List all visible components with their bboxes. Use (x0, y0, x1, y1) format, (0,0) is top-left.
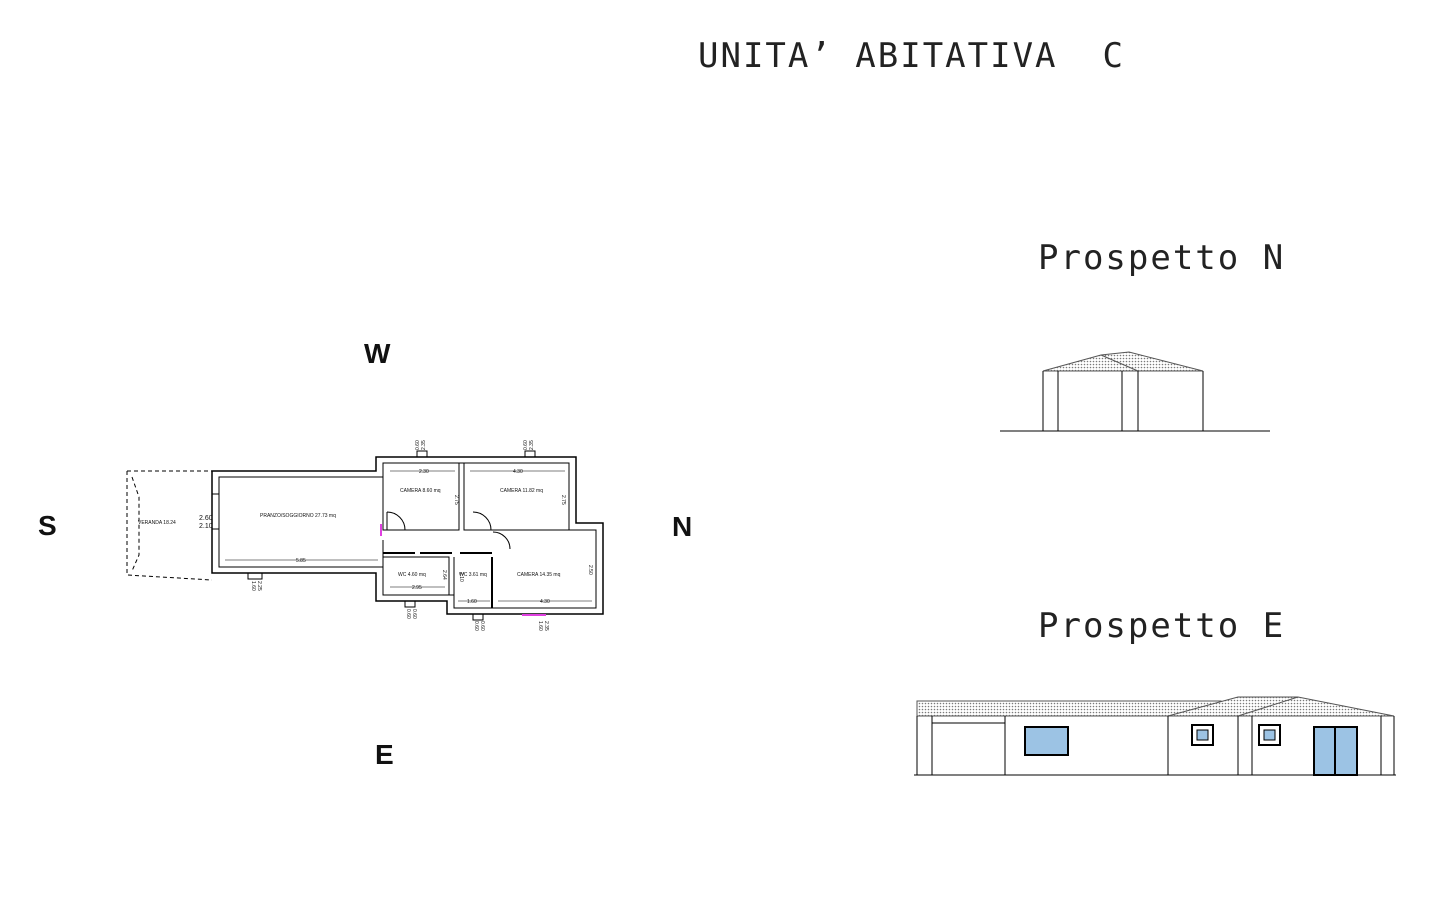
window-tag: 0.60 (473, 621, 479, 631)
elevation-north (1000, 351, 1270, 432)
dimension-label: 5.85 (296, 558, 306, 564)
window-tag: 2.25 (256, 581, 262, 591)
elevation-east (914, 696, 1396, 776)
window-tag: 2.35 (529, 440, 535, 450)
dimension-label: 2.10 (458, 572, 464, 582)
window-tag: 2.35 (421, 440, 427, 450)
window-tag: 0.60 (523, 440, 529, 450)
room-label-camera-1: CAMERA 8.60 mq (400, 488, 441, 494)
window-tag: 0.60 (479, 621, 485, 631)
veranda-outline (126, 470, 213, 581)
compass-west: W (364, 338, 391, 369)
floor-plan (126, 450, 604, 621)
drawing-title: UNITA’ ABITATIVA C (698, 36, 1125, 76)
compass-east: E (375, 739, 394, 770)
dimension-label: 4.30 (540, 599, 550, 605)
compass-north: N (672, 511, 693, 542)
dimension-label: 2.75 (560, 495, 566, 505)
window-tag: 0.60 (411, 609, 417, 619)
dimension-label: 2.30 (419, 469, 429, 475)
dimension-label: 2.10 (199, 523, 213, 530)
elevation-north-title: Prospetto N (1038, 238, 1286, 278)
room-label-veranda: VERANDA 18.24 (138, 520, 176, 526)
dimension-label: 2.95 (412, 585, 422, 591)
room-label-wc-2: WC 3.61 mq (459, 572, 487, 578)
window-tag: 0.60 (405, 609, 411, 619)
window-tag: 1.60 (537, 621, 543, 631)
room-label-pranzo: PRANZO/SOGGIORNO 27.73 mq (260, 513, 336, 519)
dimension-label: 2.50 (587, 565, 593, 575)
dimension-label: 2.60 (199, 515, 213, 522)
dimension-label: 2.64 (441, 570, 447, 580)
outer-wall (211, 456, 604, 615)
room-label-camera-2: CAMERA 11.82 mq (500, 488, 543, 494)
compass-south: S (38, 510, 57, 541)
room-label-wc-1: WC 4.60 mq (398, 572, 426, 578)
window-tag: 2.35 (543, 621, 549, 631)
window-tag: 1.60 (250, 581, 256, 591)
dimension-label: 2.75 (453, 495, 459, 505)
dimension-label: 4.30 (513, 469, 523, 475)
window-tag: 0.60 (415, 440, 421, 450)
room-label-camera-3: CAMERA 14.35 mq (517, 572, 561, 578)
elevation-east-title: Prospetto E (1038, 606, 1286, 646)
dimension-label: 1.60 (467, 599, 477, 605)
